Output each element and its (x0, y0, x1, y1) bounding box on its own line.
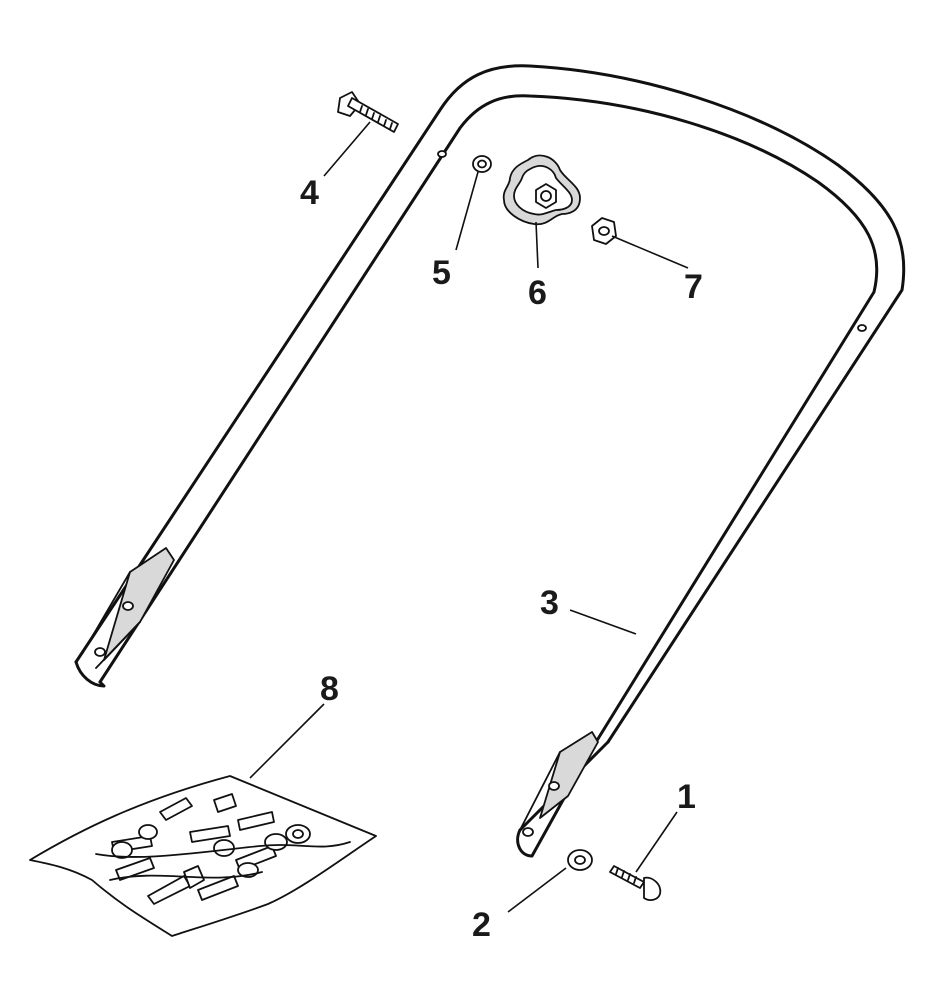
callout-6: 6 (528, 274, 547, 312)
handle-bolt (609, 865, 662, 901)
callout-4: 4 (300, 174, 319, 212)
callout-3: 3 (540, 584, 559, 622)
small-washer (472, 155, 492, 173)
callout-1: 1 (677, 778, 696, 816)
callout-labels: 1 2 3 4 5 6 7 8 (300, 174, 703, 944)
callout-7: 7 (684, 268, 703, 306)
nut (591, 217, 617, 245)
washer (567, 849, 593, 871)
callout-5: 5 (432, 254, 451, 292)
hardware-bag (29, 775, 377, 937)
carriage-bolt (337, 91, 399, 133)
star-knob (502, 154, 581, 226)
callout-8: 8 (320, 670, 339, 708)
callout-2: 2 (472, 906, 491, 944)
leader-lines (249, 121, 689, 913)
upper-handle (74, 64, 906, 858)
